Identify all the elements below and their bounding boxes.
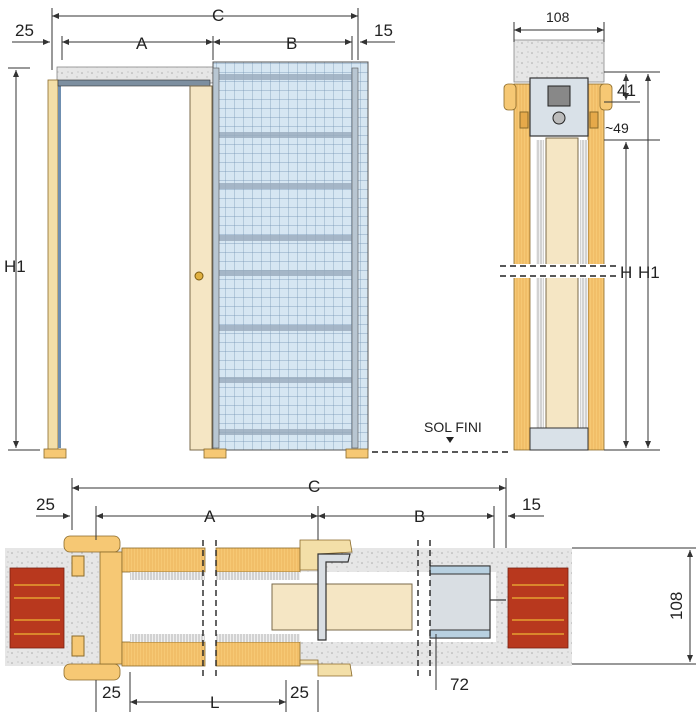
front-dim-25: 25	[15, 21, 34, 40]
cassette-front-post	[212, 67, 220, 449]
plan-board-top-r	[215, 547, 301, 573]
plan-dim-15: 15	[522, 495, 541, 514]
left-jamb-profile	[58, 84, 61, 448]
plan-door-leaf	[271, 583, 413, 631]
side-dim-41: 41	[617, 81, 636, 100]
side-trim-right	[599, 83, 613, 111]
plan-dim-108: 108	[667, 592, 686, 620]
foot-mid	[203, 448, 227, 459]
plan-dimensions: C A B 25 15 108 L 25 25 72	[36, 477, 696, 712]
side-clip-right	[589, 111, 599, 129]
door-panel	[189, 85, 213, 451]
left-jamb	[47, 79, 59, 451]
plan-dim-25-left: 25	[36, 495, 55, 514]
plan-board-bot-r	[215, 641, 301, 667]
side-dim-49: ~49	[605, 120, 629, 136]
side-dim-108: 108	[546, 9, 570, 25]
side-break	[500, 264, 620, 278]
plan-pocket-box	[430, 565, 491, 639]
side-brush-right	[580, 140, 588, 440]
side-roller-icon	[552, 111, 566, 125]
plan-board-top-l	[121, 547, 206, 573]
sol-fini-label: SOL FINI	[424, 419, 482, 435]
plan-trim-bottom-right	[299, 659, 353, 677]
plan-trim-top-left	[63, 535, 121, 553]
side-door-leaf	[545, 137, 579, 449]
side-ceiling	[513, 39, 605, 83]
plan-dim-b: B	[414, 507, 425, 526]
plan-trim-bottom-left	[63, 663, 121, 681]
side-trim-left	[503, 83, 517, 111]
side-brush-left	[536, 140, 544, 440]
door-handle-icon	[194, 271, 204, 281]
side-dim-h: H	[620, 263, 632, 282]
foot-left	[43, 448, 67, 459]
top-frame	[57, 79, 211, 87]
plan-dim-l: L	[210, 693, 219, 712]
side-clip-left	[519, 111, 529, 129]
mesh-rails	[218, 74, 358, 435]
side-dim-h1: H1	[638, 263, 660, 282]
plan-dim-c: C	[308, 477, 320, 496]
plan-dim-25-bottom-left: 25	[102, 683, 121, 702]
front-dim-15: 15	[374, 21, 393, 40]
plan-profile-front	[317, 553, 351, 641]
front-dimensions: C A B 25 15 H1	[4, 6, 395, 451]
side-section	[500, 39, 620, 451]
plan-cavity-left	[120, 572, 205, 642]
side-dimensions: 108 41 ~49 H H1 SOL FINI	[424, 9, 660, 451]
plan-dim-25-bottom-right: 25	[290, 683, 309, 702]
foot-right	[345, 448, 369, 459]
side-trolley	[547, 85, 571, 107]
pocket-mesh	[212, 61, 369, 451]
plan-dim-a: A	[204, 507, 216, 526]
plan-brick-left	[9, 567, 65, 649]
front-dim-c: C	[212, 6, 224, 25]
front-dim-b: B	[286, 34, 297, 53]
front-elevation	[43, 61, 510, 459]
cassette-back-post	[351, 67, 359, 449]
plan-section	[5, 535, 572, 681]
plan-jamb-left	[99, 551, 123, 665]
side-floor-guide	[529, 427, 589, 451]
plan-brick-right	[507, 567, 569, 649]
plan-board-bot-l	[121, 641, 206, 667]
front-dim-h1: H1	[4, 257, 26, 276]
front-dim-a: A	[136, 34, 148, 53]
sol-fini-arrow-icon	[446, 437, 454, 443]
plan-dim-72: 72	[450, 675, 469, 694]
